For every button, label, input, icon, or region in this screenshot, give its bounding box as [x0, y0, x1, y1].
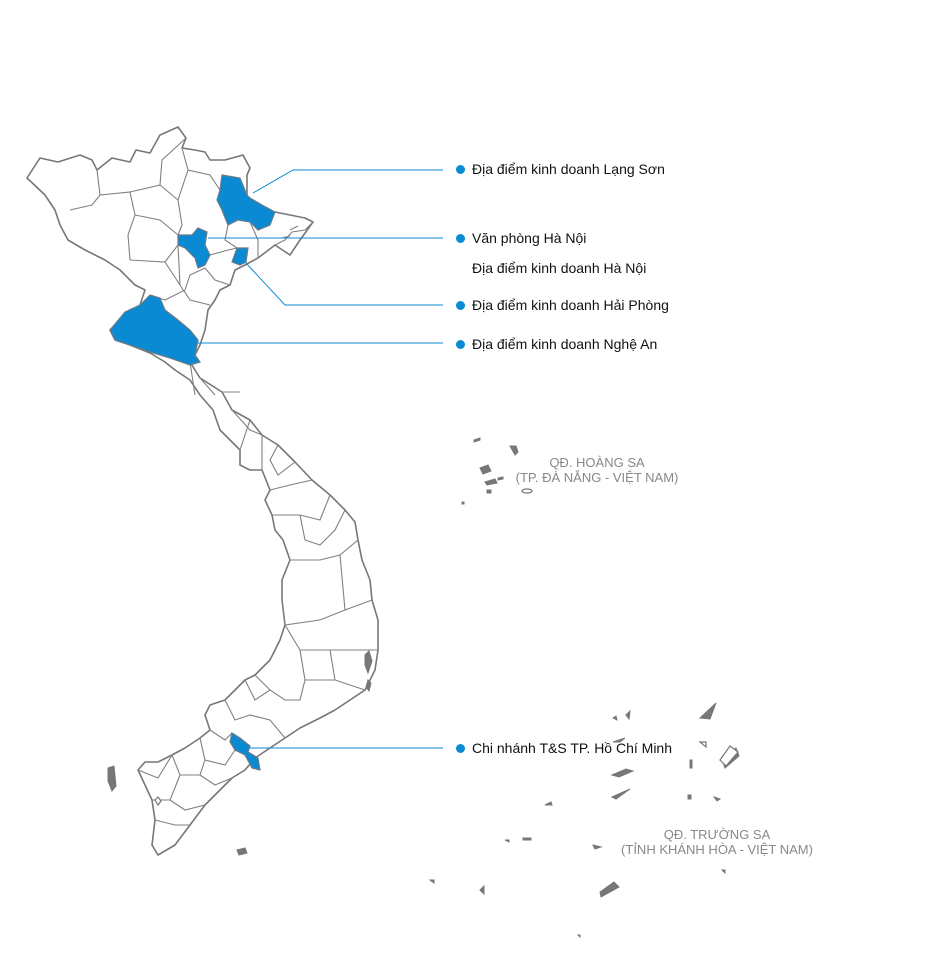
bullet-dot-icon: [456, 234, 465, 243]
leader-line-lang-son: [252, 169, 443, 194]
location-label[interactable]: Địa điểm kinh doanh Nghệ An: [472, 336, 658, 352]
leader-lines: [198, 169, 443, 749]
location-label[interactable]: Địa điểm kinh doanh Lạng Sơn: [472, 161, 665, 177]
bullet-dot-icon: [456, 165, 465, 174]
archipelago-name: QĐ. TRƯỜNG SA: [663, 827, 771, 842]
province-nghe-an[interactable]: [109, 294, 201, 366]
location-label[interactable]: Địa điểm kinh doanh Hà Nội: [472, 260, 647, 276]
archipelago-admin: (TỈNH KHÁNH HÒA - VIỆT NAM): [621, 842, 813, 857]
bullet-dot-icon: [456, 340, 465, 349]
province-lang-son[interactable]: [216, 174, 276, 231]
truong-sa-label: QĐ. TRƯỜNG SA (TỈNH KHÁNH HÒA - VIỆT NAM…: [597, 827, 837, 857]
archipelago-admin: (TP. ĐÀ NẴNG - VIỆT NAM): [515, 470, 679, 485]
bullet-dot-icon: [456, 301, 465, 310]
location-label[interactable]: Địa điểm kinh doanh Hải Phòng: [472, 297, 669, 313]
truong-sa-islands: [428, 702, 740, 939]
leader-line-hai-phong: [244, 261, 443, 306]
province-ho-chi-minh[interactable]: [229, 732, 261, 771]
archipelago-name: QĐ. HOÀNG SA: [549, 455, 645, 470]
coastal-islands: [107, 650, 373, 856]
hoang-sa-islands: [461, 437, 533, 505]
hoang-sa-label: QĐ. HOÀNG SA (TP. ĐÀ NẴNG - VIỆT NAM): [497, 455, 697, 485]
location-label[interactable]: Chi nhánh T&S TP. Hồ Chí Minh: [472, 740, 672, 756]
province-borders: [69, 137, 378, 826]
bullet-dot-icon: [456, 744, 465, 753]
location-label[interactable]: Văn phòng Hà Nội: [472, 230, 587, 246]
province-ha-noi[interactable]: [177, 227, 211, 269]
province-hai-phong[interactable]: [231, 247, 249, 266]
